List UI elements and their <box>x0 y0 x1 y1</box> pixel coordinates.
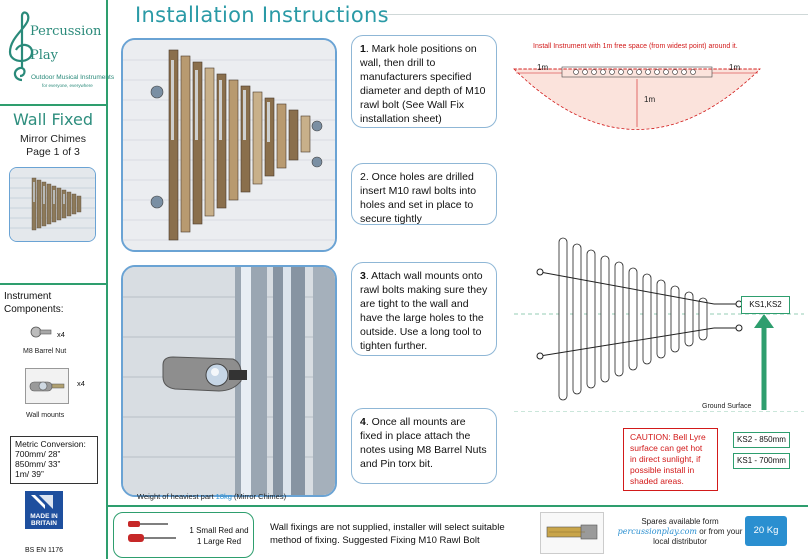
total-weight-badge: 20 Kg <box>745 516 787 546</box>
free-space-note: Install Instrument with 1m free space (f… <box>533 43 738 50</box>
ks2-height: KS2 - 850mm <box>733 432 790 448</box>
weight-prefix: Weight of heaviest part <box>137 492 216 501</box>
logo-word: Percussion Play <box>30 24 102 63</box>
standard-label: BS EN 1176 <box>25 547 64 554</box>
ground-surface-label: Ground Surface <box>702 403 752 410</box>
metric-line: 1m/ 39” <box>15 469 44 479</box>
sidebar-divider <box>106 0 108 559</box>
step-text: . Mark hole positions on wall, then dril… <box>360 43 486 125</box>
product-name: Mirror Chimes <box>20 133 86 145</box>
wall-mount-qty: x4 <box>77 379 85 388</box>
weight-note: Weight of heaviest part 18kg (Mirror Chi… <box>137 492 286 501</box>
logo-tagline: Outdoor Musical Instruments <box>31 74 115 81</box>
step-number: 3 <box>360 270 366 282</box>
weight-suffix: (Mirror Chimes) <box>231 492 287 501</box>
header-underline <box>380 14 808 15</box>
wall-mount-label: Wall mounts <box>26 412 65 419</box>
step-text: 2. Once holes are drilled insert M10 raw… <box>360 171 477 225</box>
page-info: Page 1 of 3 <box>26 146 80 158</box>
torx-bit-icon <box>128 521 176 542</box>
badge-line2: BRITAIN <box>31 520 57 527</box>
treble-clef-icon <box>8 11 34 82</box>
made-in-britain-badge: MADE IN BRITAIN <box>25 491 63 529</box>
metric-line: 850mm/ 33” <box>15 459 61 469</box>
tools-box: 1 Small Red and 1 Large Red <box>113 512 254 558</box>
step-text: . Once all mounts are fixed in place att… <box>360 416 487 470</box>
spares-link[interactable]: percussionplay.com <box>617 527 698 536</box>
metric-line: 700mm/ 28” <box>15 449 61 459</box>
logo-subtagline: for everyone, everywhere <box>42 83 93 88</box>
right-dimension: 1m <box>729 63 741 72</box>
left-dimension: 1m <box>537 63 549 72</box>
ks-label: KS1,KS2 <box>741 296 790 314</box>
step-text: . Attach wall mounts onto rawl bolts mak… <box>360 270 488 352</box>
ks1-height: KS1 - 700mm <box>733 453 790 469</box>
free-space-diagram <box>512 55 762 140</box>
badge-line1: MADE IN <box>30 513 58 520</box>
fixings-note: Wall fixings are not supplied, installer… <box>270 522 505 546</box>
sidebar-rule-1 <box>0 104 106 106</box>
step-2: 2. Once holes are drilled insert M10 raw… <box>351 163 497 225</box>
barrel-nut-label: M8 Barrel Nut <box>23 348 67 355</box>
metric-heading: Metric Conversion: <box>15 439 86 449</box>
rawl-bolt-icon <box>540 512 604 554</box>
spares-info: Spares available form percussionplay.com… <box>616 517 744 547</box>
spares-line1: Spares available form <box>641 517 719 526</box>
weight-value: 18kg <box>215 492 232 501</box>
step-number: 1 <box>360 43 366 55</box>
photo-mounted-chimes <box>121 38 337 252</box>
sidebar-rule-2 <box>0 283 106 285</box>
barrel-nut-icon <box>30 325 52 338</box>
barrel-nut-qty: x4 <box>57 330 65 339</box>
footer-rule <box>106 505 808 507</box>
wall-mount-icon <box>25 368 69 404</box>
photo-wall-mount-closeup <box>121 265 337 497</box>
caution-box: CAUTION: Bell Lyre surface can get hot i… <box>623 428 718 491</box>
elevation-diagram <box>514 232 808 413</box>
page-title: Installation Instructions <box>135 3 389 27</box>
down-dimension: 1m <box>644 95 656 104</box>
tools-text: 1 Small Red and 1 Large Red <box>189 526 249 546</box>
step-4: 4. Once all mounts are fixed in place at… <box>351 408 497 484</box>
logo: Percussion Play Outdoor Musical Instrume… <box>4 6 114 98</box>
product-type: Wall Fixed <box>12 110 94 129</box>
components-heading: Instrument Components: <box>4 291 64 315</box>
spares-line2: or from your local distributor <box>653 527 743 546</box>
metric-conversion: Metric Conversion: 700mm/ 28” 850mm/ 33”… <box>10 436 98 484</box>
product-thumbnail <box>9 167 96 242</box>
step-number: 4 <box>360 416 366 428</box>
step-1: 1. Mark hole positions on wall, then dri… <box>351 35 497 128</box>
step-3: 3. Attach wall mounts onto rawl bolts ma… <box>351 262 497 356</box>
